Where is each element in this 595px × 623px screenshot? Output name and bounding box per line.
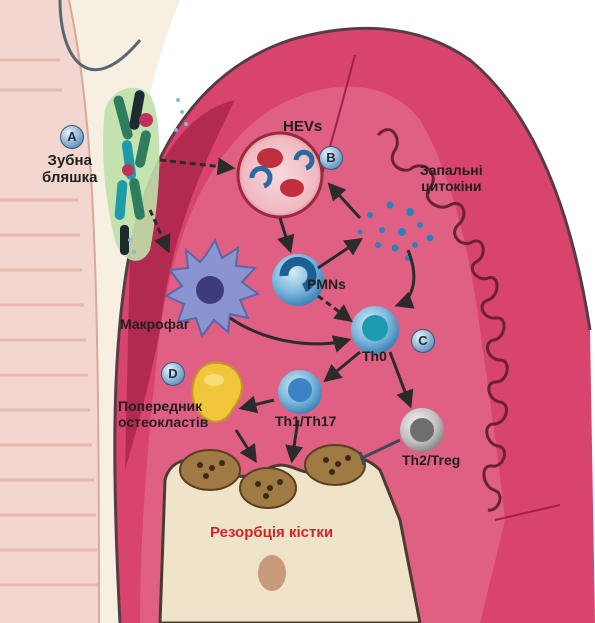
label-plaque: Зубна бляшка <box>42 152 98 187</box>
badge-c: C <box>411 329 435 353</box>
label-pmns: PMNs <box>307 276 346 292</box>
bone-marrow-cavity <box>258 555 286 591</box>
th2-cell <box>400 408 444 452</box>
th1-cell <box>278 370 322 414</box>
label-osteoclast-precursor: Попередник остеокластів <box>118 398 208 430</box>
label-macrophage: Макрофаг <box>120 316 190 332</box>
label-th1: Th1/Th17 <box>275 413 336 429</box>
label-th0: Th0 <box>362 348 387 364</box>
th0-cell <box>351 306 399 354</box>
label-hevs: HEVs <box>283 118 322 135</box>
label-th2: Th2/Treg <box>402 452 460 468</box>
badge-b: B <box>319 146 343 170</box>
badge-a: A <box>60 125 84 149</box>
badge-d: D <box>161 362 185 386</box>
label-cytokines: Запальні цитокіни <box>420 162 483 194</box>
hev-vessel <box>238 133 322 217</box>
label-bone-resorption: Резорбція кістки <box>210 524 333 541</box>
